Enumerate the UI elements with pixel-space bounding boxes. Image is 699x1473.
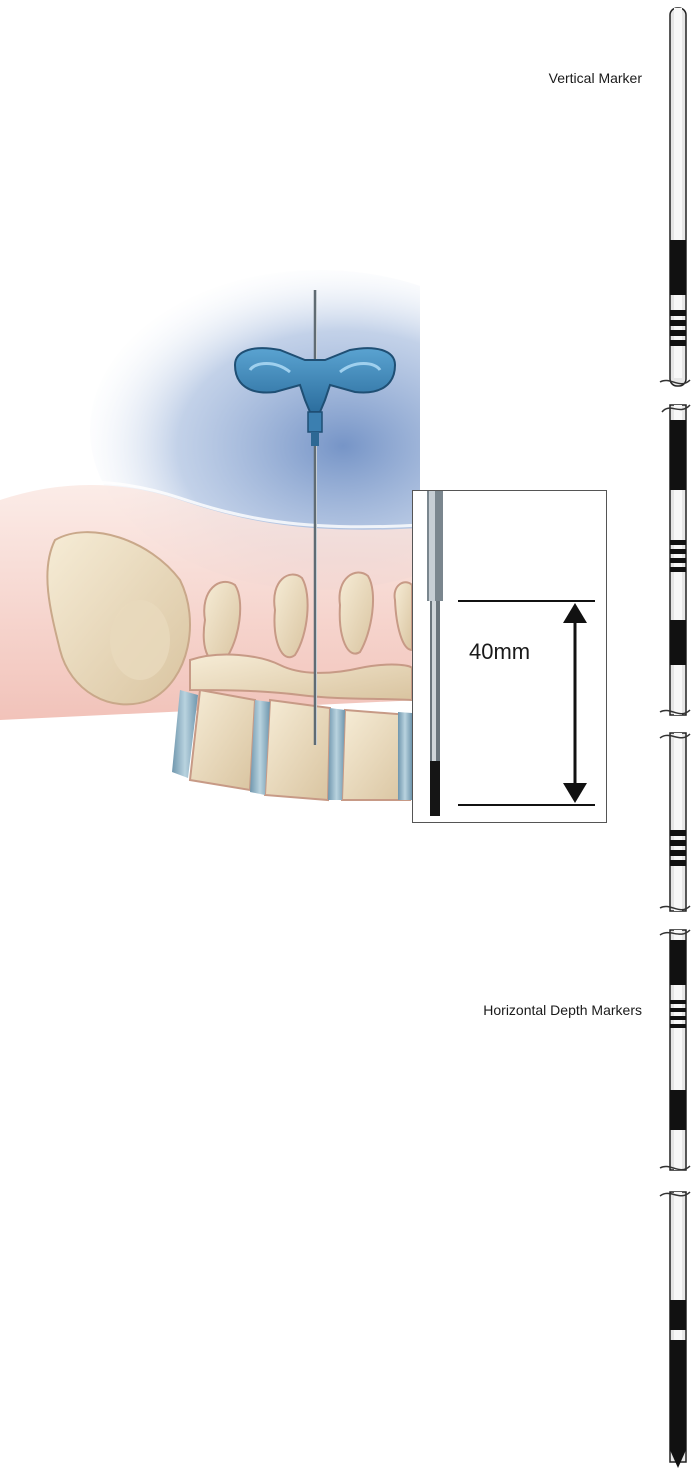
vertebral-bodies: [190, 690, 410, 800]
needle-segment-4: [660, 930, 690, 1170]
needle-segment-5: [660, 1192, 690, 1468]
needle-segment-2: [660, 405, 690, 715]
needle-segment-3: [660, 733, 690, 911]
measurement-label: 40mm: [469, 639, 530, 665]
horizontal-depth-markers-label: Horizontal Depth Markers: [483, 1002, 642, 1018]
vertical-marker-label: Vertical Marker: [549, 70, 642, 86]
depth-inset-box: 40mm: [412, 490, 607, 823]
needle-segment-1: [660, 8, 690, 386]
spine-needle-illustration: [0, 0, 420, 860]
